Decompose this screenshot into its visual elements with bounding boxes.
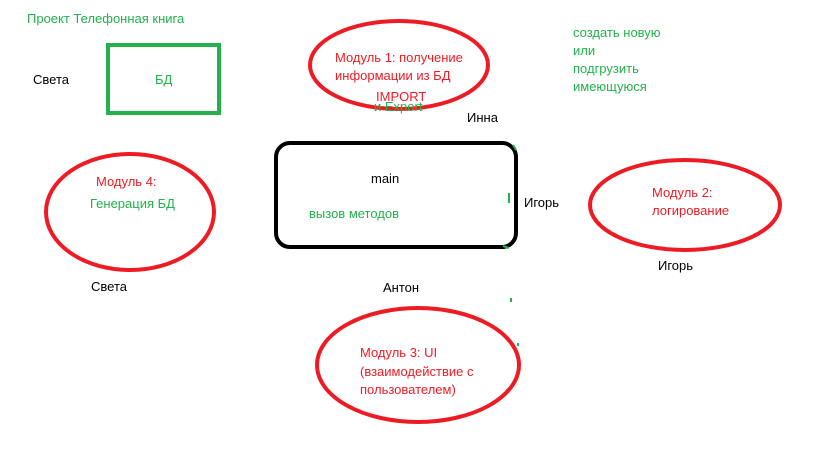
note-line-2: или [573, 43, 596, 58]
module-1-owner: Инна [467, 110, 498, 125]
main-box-subtitle: вызов методов [309, 206, 400, 221]
db-box [106, 43, 221, 115]
page-title: Проект Телефонная книга [27, 11, 185, 26]
module-4-title: Модуль 4: [96, 174, 157, 189]
main-box-mark [512, 144, 517, 151]
main-box-mark [502, 245, 510, 249]
module-2-ellipse [588, 158, 782, 252]
main-box-title: main [371, 171, 400, 186]
module-1-import: IMPORT [376, 89, 427, 104]
module-3-line-3: пользователем) [360, 382, 456, 397]
module-1-line-1: Модуль 1: получение [335, 50, 463, 65]
module-2-line-2: логирование [652, 203, 730, 218]
module-3-line-2: (взаимодействие с [360, 364, 474, 379]
note-line-1: создать новую [573, 25, 661, 40]
module-3-ellipse [315, 306, 521, 424]
module-2-owner: Игорь [658, 258, 694, 273]
db-owner-label: Света [33, 72, 69, 87]
main-box [274, 141, 518, 249]
module-1-export: и Export [374, 99, 423, 114]
connector-label: Игорь [524, 195, 560, 210]
db-box-label: БД [155, 72, 173, 87]
module-3-line-1: Модуль 3: UI [360, 345, 438, 360]
module-1-ellipse [308, 19, 490, 111]
module-1-line-2: информации из БД [335, 68, 451, 83]
note-line-3: подгрузить [573, 61, 639, 76]
module-4-ellipse [44, 152, 216, 272]
module-3-owner: Антон [383, 280, 420, 295]
module-4-owner: Света [91, 279, 127, 294]
module-2-line-1: Модуль 2: [652, 185, 713, 200]
module-4-subtitle: Генерация БД [90, 196, 175, 211]
note-line-4: имеющуюся [573, 79, 647, 94]
